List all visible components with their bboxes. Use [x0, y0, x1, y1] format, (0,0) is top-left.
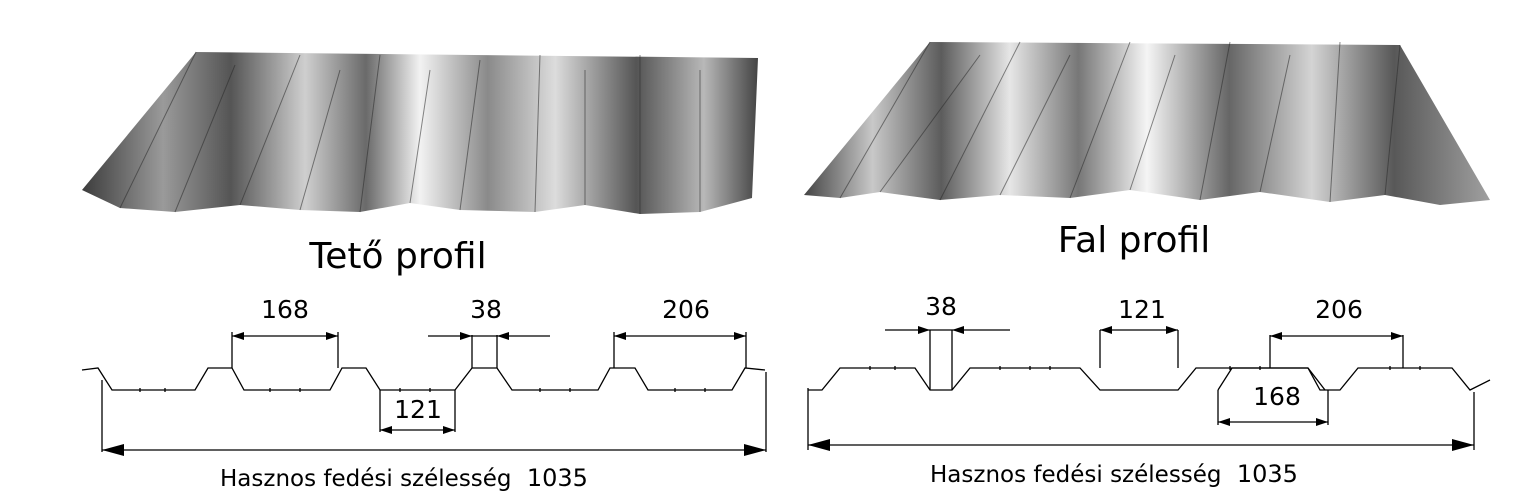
wall-profile-title: Fal profil	[1058, 220, 1210, 261]
wall-profile-illustration	[804, 41, 1490, 205]
roof-dim-206: 206	[662, 295, 710, 324]
roof-width-value: 1035	[527, 464, 588, 492]
wall-dim-206: 206	[1315, 295, 1363, 324]
wall-width-value: 1035	[1237, 460, 1298, 488]
wall-caption-text: Hasznos fedési szélesség	[930, 462, 1222, 488]
wall-width-caption: Hasznos fedési szélesség 1035	[930, 460, 1298, 488]
roof-width-caption: Hasznos fedési szélesség 1035	[220, 464, 588, 492]
roof-dim-38: 38	[470, 295, 502, 324]
roof-dim-168: 168	[261, 295, 309, 324]
roof-dim-121: 121	[394, 395, 442, 424]
roof-profile-title: Tető profil	[308, 236, 486, 277]
roof-profile-illustration	[82, 51, 758, 214]
wall-dim-38: 38	[925, 292, 957, 321]
wall-dim-168: 168	[1253, 382, 1301, 411]
wall-dim-121: 121	[1118, 295, 1166, 324]
roof-profile-cross-section	[81, 332, 767, 456]
wall-profile-cross-section	[807, 326, 1491, 451]
roof-caption-text: Hasznos fedési szélesség	[220, 466, 512, 492]
